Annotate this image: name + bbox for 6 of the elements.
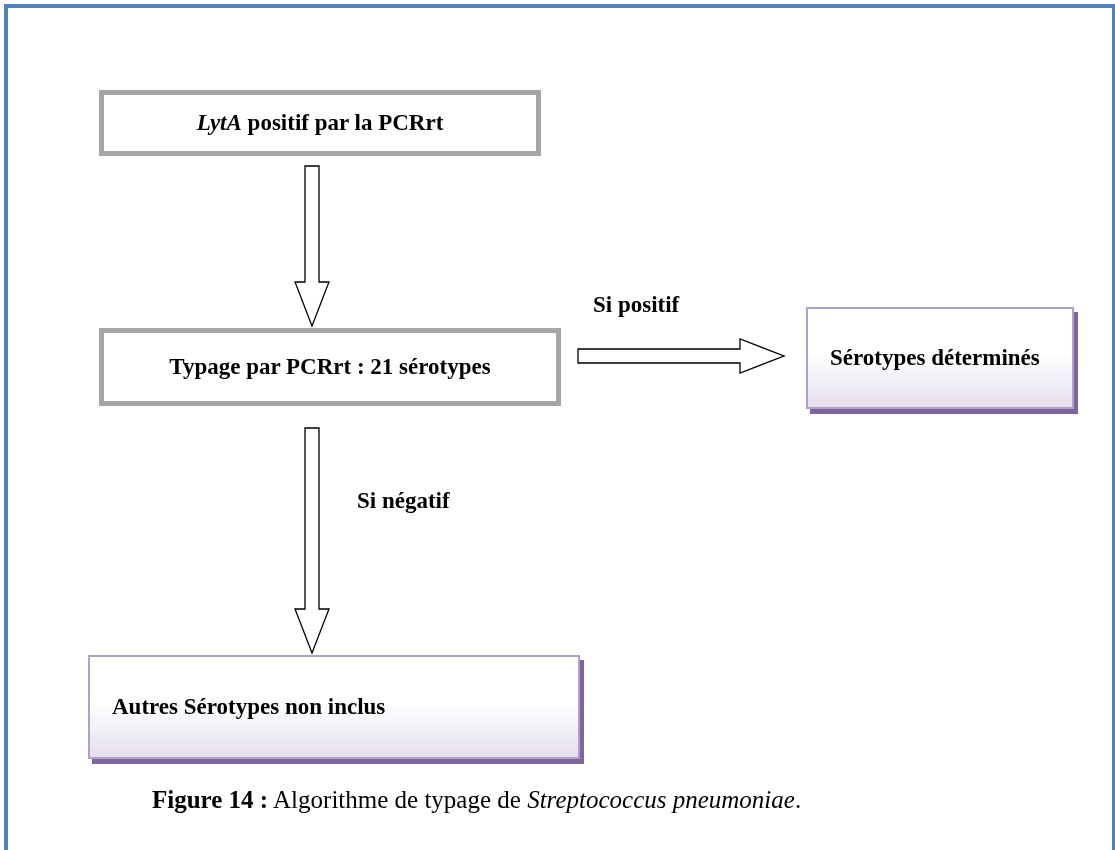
process-box: LytA positif par la PCRrt (99, 90, 541, 156)
process-box: Typage par PCRrt : 21 sérotypes (99, 328, 561, 406)
block-arrow (577, 338, 786, 374)
block-arrow (294, 427, 330, 655)
block-arrow (294, 165, 330, 328)
figure-caption: Figure 14 : Algorithme de typage de Streptococcus pneumoniae. (152, 786, 802, 814)
